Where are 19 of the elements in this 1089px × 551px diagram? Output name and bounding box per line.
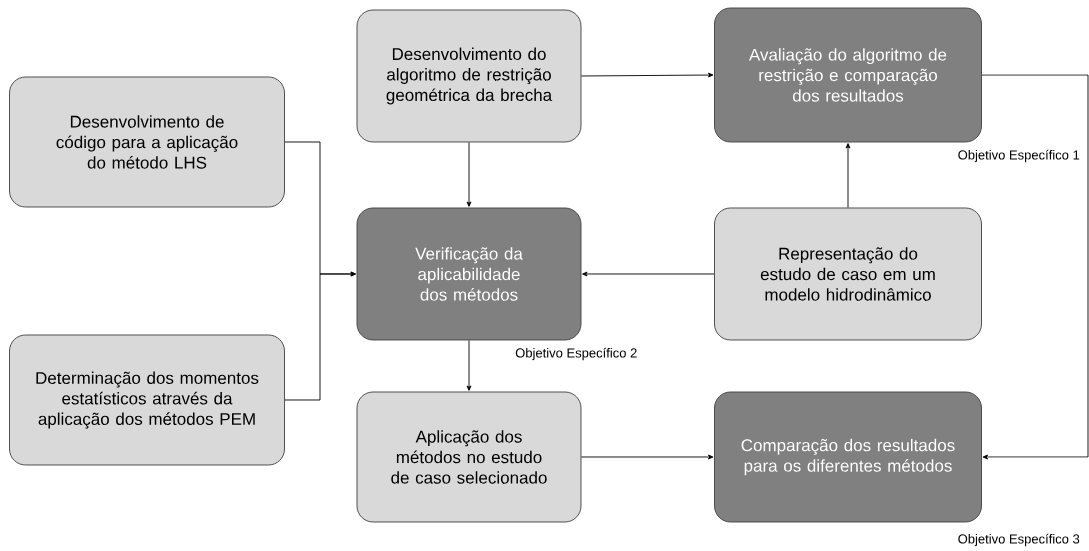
arrow [466,340,472,391]
arrow [582,271,715,277]
process-box: Representação do estudo de caso em um modelo hidrodinâmico [714,207,982,341]
objective-label: Objetivo Específico 2 [515,347,637,361]
process-box: Verificação da aplicabilidade dos métodos [356,207,582,341]
process-box: Avaliação do algoritmo de restrição e comparação dos resultados [714,7,982,143]
arrow [581,72,714,78]
process-box: Aplicação dos métodos no estudo de caso selecionado [356,391,582,523]
process-box: Desenvolvimento de código para a aplicação do método LHS [9,76,285,208]
process-box: Determinação dos momentos estatísticos através da aplicação dos métodos PEM [9,334,285,466]
process-box: Desenvolvimento do algoritmo de restrição geométrica da brecha [356,9,582,143]
process-box: Comparação dos resultados para os diferentes métodos [714,391,982,523]
arrow [284,271,356,401]
arrow [981,74,1089,460]
arrow [466,142,472,207]
objective-label: Objetivo Específico 1 [958,149,1080,163]
arrow [845,143,851,208]
arrow [581,454,714,460]
objective-label: Objetivo Específico 3 [958,533,1080,547]
